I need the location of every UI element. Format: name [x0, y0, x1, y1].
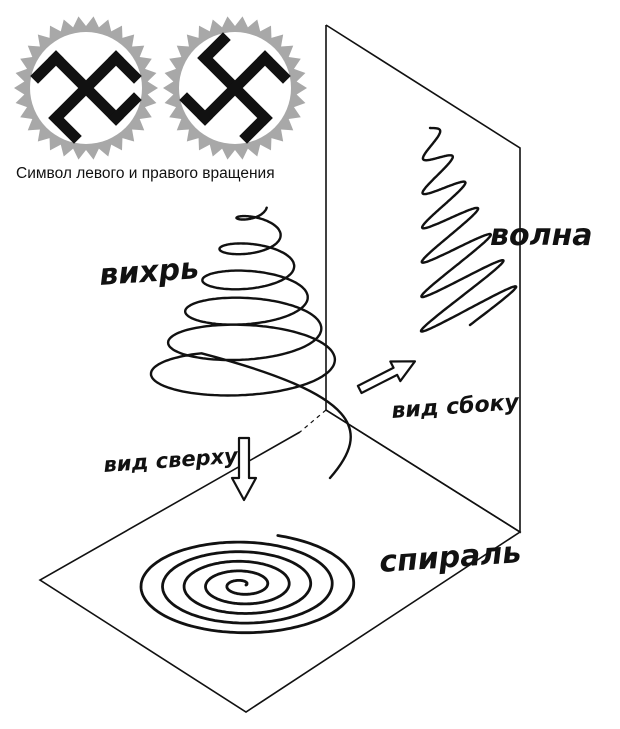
label-spiral: спираль — [378, 535, 522, 580]
swastika-right-icon — [179, 32, 291, 144]
swastika-left-icon — [30, 50, 142, 144]
label-vortex: вихрь — [98, 251, 200, 293]
label-top-view: вид сверху — [103, 444, 240, 477]
right-rotation-symbol-icon — [163, 16, 307, 160]
plane-join-dash — [299, 409, 327, 433]
vertical-plane — [325, 24, 521, 534]
vortex-helix — [149, 206, 352, 480]
symbol-caption: Символ левого и правого вращения — [16, 165, 275, 182]
spiral-curve — [139, 534, 356, 635]
horizontal-plane — [38, 409, 522, 713]
label-wave: волна — [490, 218, 593, 253]
top-view-arrow-icon — [230, 436, 258, 502]
wave-curve — [419, 126, 518, 333]
label-side-view: вид сбоку — [391, 390, 522, 424]
left-rotation-symbol-icon — [14, 16, 158, 160]
side-view-arrow-icon — [356, 360, 417, 395]
